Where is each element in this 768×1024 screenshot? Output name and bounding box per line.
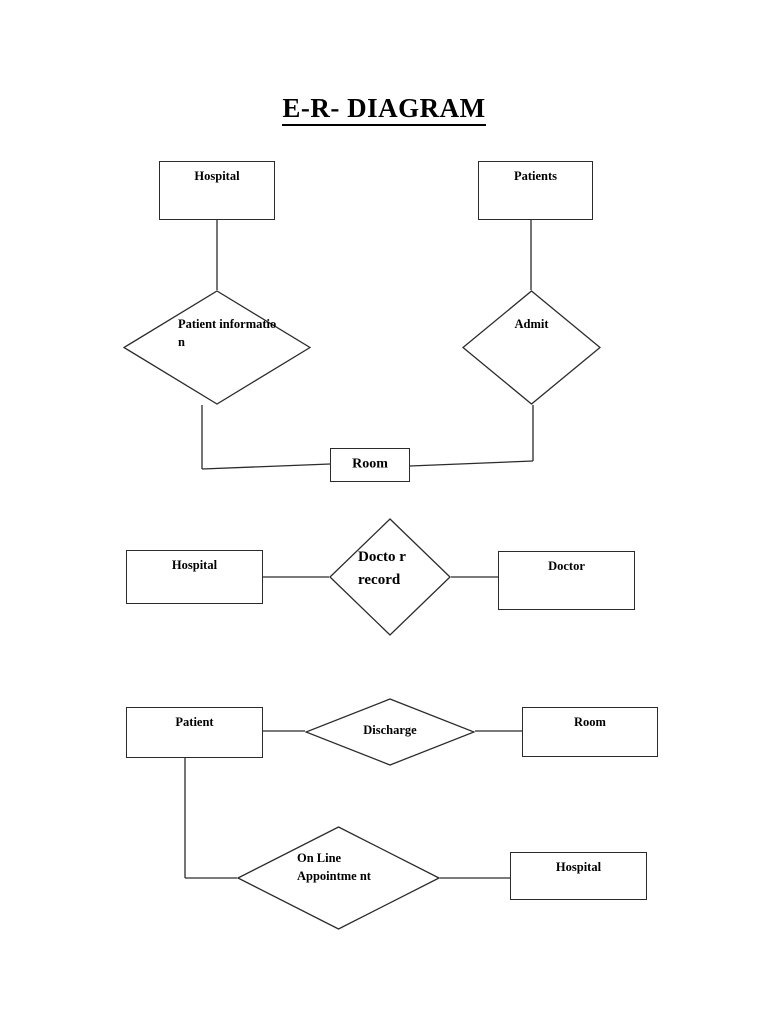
- entity-hospital-1[interactable]: Hospital: [159, 161, 275, 220]
- relationship-doctor-record[interactable]: Docto r record: [329, 518, 451, 636]
- relationship-online-appointment[interactable]: On Line Appointme nt: [237, 826, 440, 930]
- diamond-shape: [305, 698, 475, 766]
- entity-room-2[interactable]: Room: [522, 707, 658, 757]
- relationship-label: Docto r record: [358, 549, 406, 589]
- entity-label: Room: [352, 456, 388, 472]
- page-title-text: E-R- DIAGRAM: [282, 93, 486, 126]
- edge-room-to-admit: [409, 460, 534, 467]
- relationship-admit[interactable]: Admit: [462, 290, 601, 405]
- relationship-discharge[interactable]: Discharge: [305, 698, 475, 766]
- diamond-shape: [237, 826, 440, 930]
- entity-label: Patients: [513, 169, 558, 183]
- entity-hospital-3[interactable]: Hospital: [510, 852, 647, 900]
- entity-doctor[interactable]: Doctor: [498, 551, 635, 610]
- entity-hospital-2[interactable]: Hospital: [126, 550, 263, 604]
- entity-patients[interactable]: Patients: [478, 161, 593, 220]
- relationship-label: Discharge: [363, 723, 417, 737]
- entity-patient[interactable]: Patient: [126, 707, 263, 758]
- relationship-label: Patient informatio n: [178, 317, 277, 349]
- entity-label: Doctor: [548, 559, 585, 573]
- relationship-label: Admit: [514, 317, 549, 331]
- diamond-shape: [462, 290, 601, 405]
- page-title: E-R- DIAGRAM: [0, 93, 768, 126]
- edge-patient-information-to-room: [201, 463, 331, 470]
- diamond-shape: [329, 518, 451, 636]
- entity-label: Hospital: [171, 558, 218, 572]
- entity-label: Room: [574, 715, 606, 729]
- entity-label: Hospital: [194, 169, 240, 183]
- entity-label: Hospital: [555, 860, 602, 874]
- diamond-shape: [123, 290, 311, 405]
- relationship-patient-information[interactable]: Patient informatio n: [123, 290, 311, 405]
- relationship-label: On Line Appointme nt: [297, 851, 371, 883]
- entity-room-1[interactable]: Room: [330, 448, 410, 482]
- entity-label: Patient: [175, 715, 214, 729]
